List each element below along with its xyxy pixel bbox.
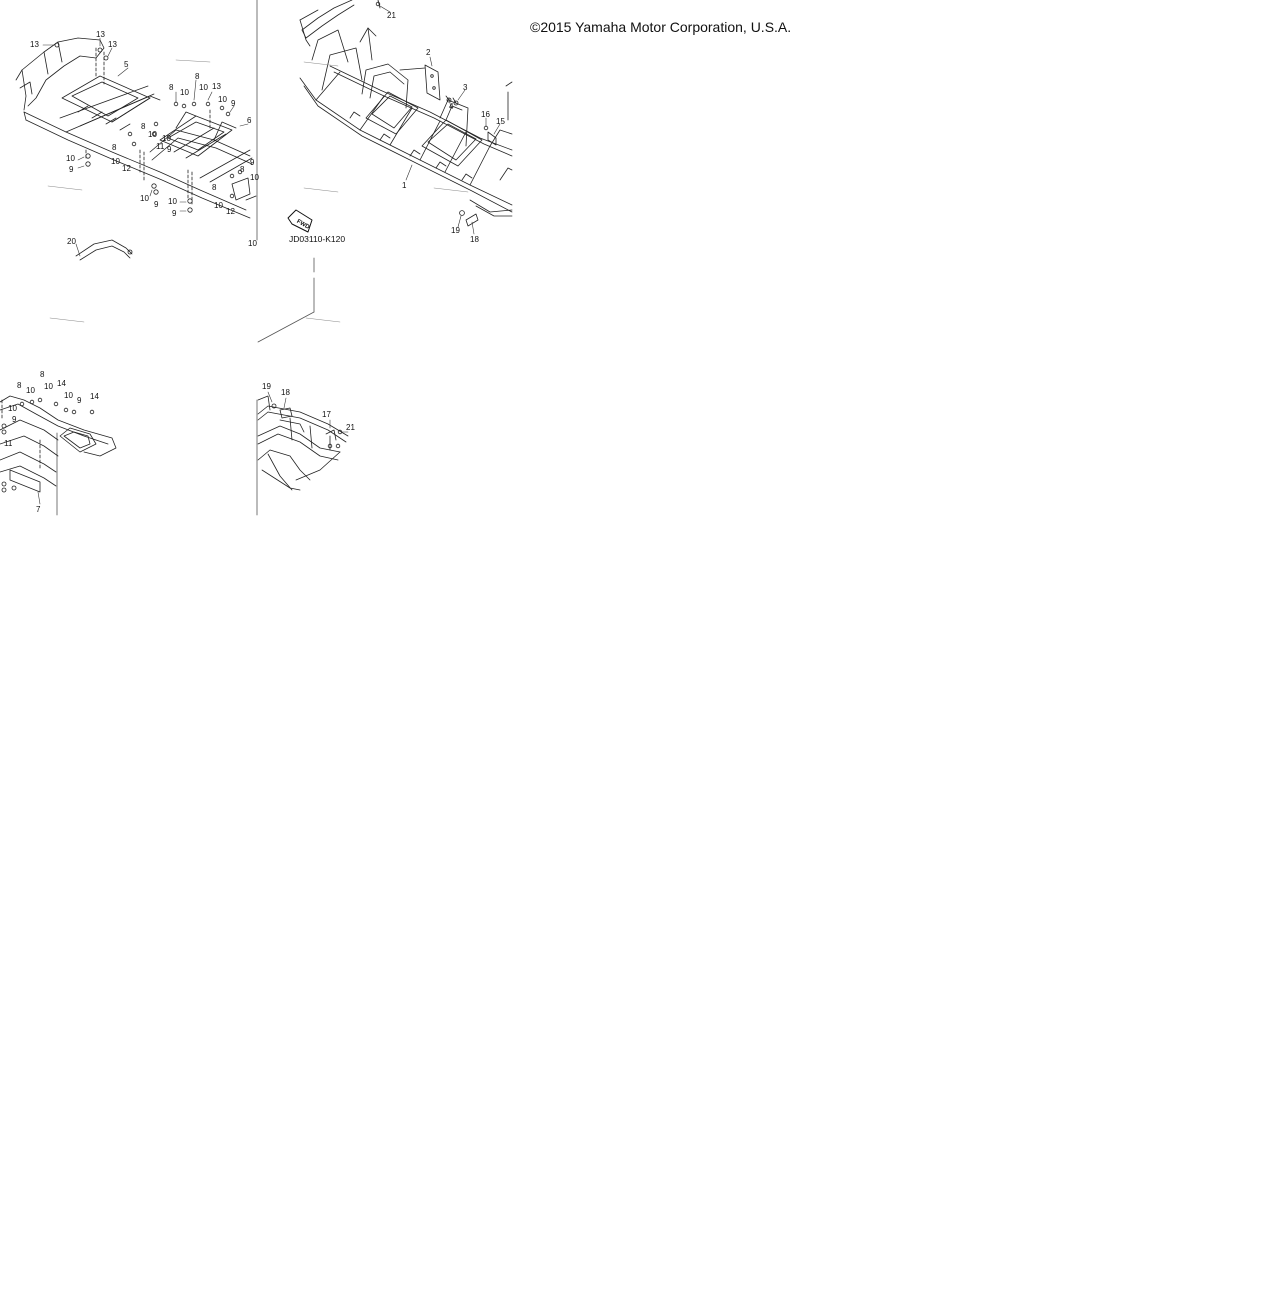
callout-8: 8: [240, 165, 245, 174]
callout-10: 10: [199, 83, 208, 92]
callout-13: 13: [96, 30, 105, 39]
upper-rail-drawing: [299, 0, 381, 47]
callout-8: 8: [212, 183, 217, 192]
callout-13: 13: [30, 40, 39, 49]
callout-10: 10: [218, 95, 227, 104]
callout-8: 8: [17, 381, 22, 390]
alt-floor-drawing: [0, 395, 117, 493]
callout-4: 4: [449, 102, 454, 111]
floor-panel-drawing: [15, 37, 257, 261]
callout-10: 10: [168, 197, 177, 206]
main-frame-drawing: [299, 0, 513, 227]
callout-16: 16: [481, 110, 490, 119]
callout-20: 20: [67, 237, 76, 246]
section-divider-lines: [56, 0, 315, 516]
callout-10: 10: [26, 386, 35, 395]
callout-1: 1: [402, 181, 407, 190]
callout-leaders: [37, 5, 501, 505]
callout-numbers: 21 2 4 3 16 15 1 19 18 13 13 13 5 8 13 8…: [4, 11, 505, 514]
callout-9: 9: [12, 415, 17, 424]
callout-10: 10: [44, 382, 53, 391]
callout-10: 10: [214, 201, 223, 210]
callout-10: 10: [64, 391, 73, 400]
callout-14: 14: [57, 379, 66, 388]
callout-13: 13: [212, 82, 221, 91]
callout-11: 11: [156, 142, 165, 151]
callout-6: 6: [247, 116, 252, 125]
callout-8: 8: [169, 83, 174, 92]
callout-5: 5: [124, 60, 129, 69]
callout-9: 9: [69, 165, 74, 174]
callout-17: 17: [322, 410, 331, 419]
callout-12: 12: [122, 164, 131, 173]
callout-3: 3: [463, 83, 468, 92]
callout-10: 10: [66, 154, 75, 163]
callout-8: 8: [112, 143, 117, 152]
callout-7: 7: [36, 505, 41, 514]
callout-8: 8: [40, 370, 45, 379]
callout-9: 9: [154, 200, 159, 209]
callout-10: 10: [248, 239, 257, 248]
callout-18: 18: [281, 388, 290, 397]
callout-15: 15: [496, 117, 505, 126]
frame-variant-drawing: [257, 395, 349, 491]
callout-18: 18: [470, 235, 479, 244]
callout-10: 10: [111, 157, 120, 166]
annotation-note-marks: [47, 59, 469, 323]
callout-12: 12: [226, 207, 235, 216]
callout-14: 14: [90, 392, 99, 401]
callout-8: 8: [195, 72, 200, 81]
diagram-code: JD03110-K120: [289, 234, 346, 244]
fwd-arrow-icon: [287, 209, 313, 233]
callout-19: 19: [451, 226, 460, 235]
callout-10: 10: [140, 194, 149, 203]
copyright-notice: ©2015 Yamaha Motor Corporation, U.S.A.: [530, 19, 792, 35]
callout-19: 19: [262, 382, 271, 391]
callout-21: 21: [346, 423, 355, 432]
callout-8: 8: [141, 122, 146, 131]
callout-9: 9: [167, 145, 172, 154]
callout-10: 10: [148, 130, 157, 139]
callout-9: 9: [172, 209, 177, 218]
callout-9: 9: [231, 99, 236, 108]
callout-9: 9: [250, 158, 255, 167]
callout-21: 21: [387, 11, 396, 20]
callout-9: 9: [77, 396, 82, 405]
callout-10: 10: [250, 173, 259, 182]
callout-13: 13: [108, 40, 117, 49]
callout-10: 10: [180, 88, 189, 97]
callout-11: 11: [4, 439, 13, 448]
callout-10: 10: [8, 404, 17, 413]
callout-2: 2: [426, 48, 431, 57]
callout-10: 10: [162, 134, 171, 143]
